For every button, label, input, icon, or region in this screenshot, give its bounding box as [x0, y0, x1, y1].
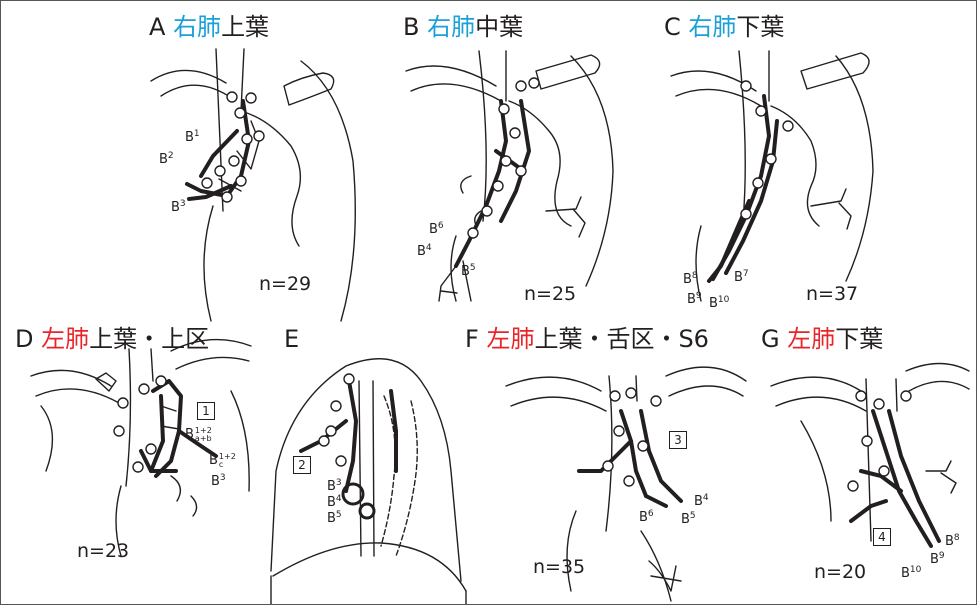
label-b8-panel-g: B8: [945, 531, 960, 549]
label-b10-panel-g: B10: [901, 563, 921, 581]
drawing-a: [151, 49, 355, 321]
box-marker-2: 2: [293, 456, 311, 474]
label-b10-panel-c: B10: [709, 293, 729, 311]
label-b3-panel-a: B3: [171, 197, 186, 215]
label-b6-panel-f: B6: [639, 507, 654, 525]
label-b7-panel-c: B7: [734, 267, 749, 285]
label-b3-panel-d: B3: [211, 471, 226, 489]
n-panel-f: n=35: [533, 556, 585, 578]
label-b1-panel-a: B1: [185, 127, 200, 145]
n-panel-b: n=25: [524, 283, 576, 305]
label-b9-panel-c: B9: [687, 289, 702, 307]
title-panel-b: B 右肺中葉: [403, 13, 523, 41]
n-panel-a: n=29: [259, 273, 311, 295]
label-b4-panel-f: B4: [694, 491, 709, 509]
drawing-d: [31, 340, 251, 556]
label-b5-panel-b: B5: [461, 261, 476, 279]
title-panel-f: F 左肺上葉・舌区・S6: [465, 325, 709, 353]
title-panel-d: D 左肺上葉・上区: [15, 325, 209, 353]
label-b4-panel-b: B4: [417, 241, 432, 259]
label-b8-panel-c: B8: [683, 269, 698, 287]
drawing-e: [271, 359, 466, 605]
drawing-c: [671, 51, 873, 301]
label-b5-panel-f: B5: [681, 509, 696, 527]
n-panel-d: n=23: [77, 540, 129, 562]
box-marker-1: 1: [197, 402, 215, 420]
title-panel-a: A 右肺上葉: [149, 13, 269, 41]
title-panel-c: C 右肺下葉: [664, 13, 784, 41]
label-b5-panel-e: B5: [327, 508, 342, 526]
title-panel-e: E: [284, 325, 299, 353]
drawing-g: [771, 364, 969, 547]
n-panel-g: n=20: [814, 561, 866, 583]
box-marker-3: 3: [669, 431, 687, 449]
drawing-b: [406, 51, 613, 301]
label-b6-panel-b: B6: [429, 219, 444, 237]
box-marker-4: 4: [873, 528, 891, 546]
n-panel-c: n=37: [806, 283, 858, 305]
label-b2-panel-a: B2: [159, 149, 174, 167]
label-b9-panel-g: B9: [930, 549, 945, 567]
title-panel-g: G 左肺下葉: [761, 325, 883, 353]
